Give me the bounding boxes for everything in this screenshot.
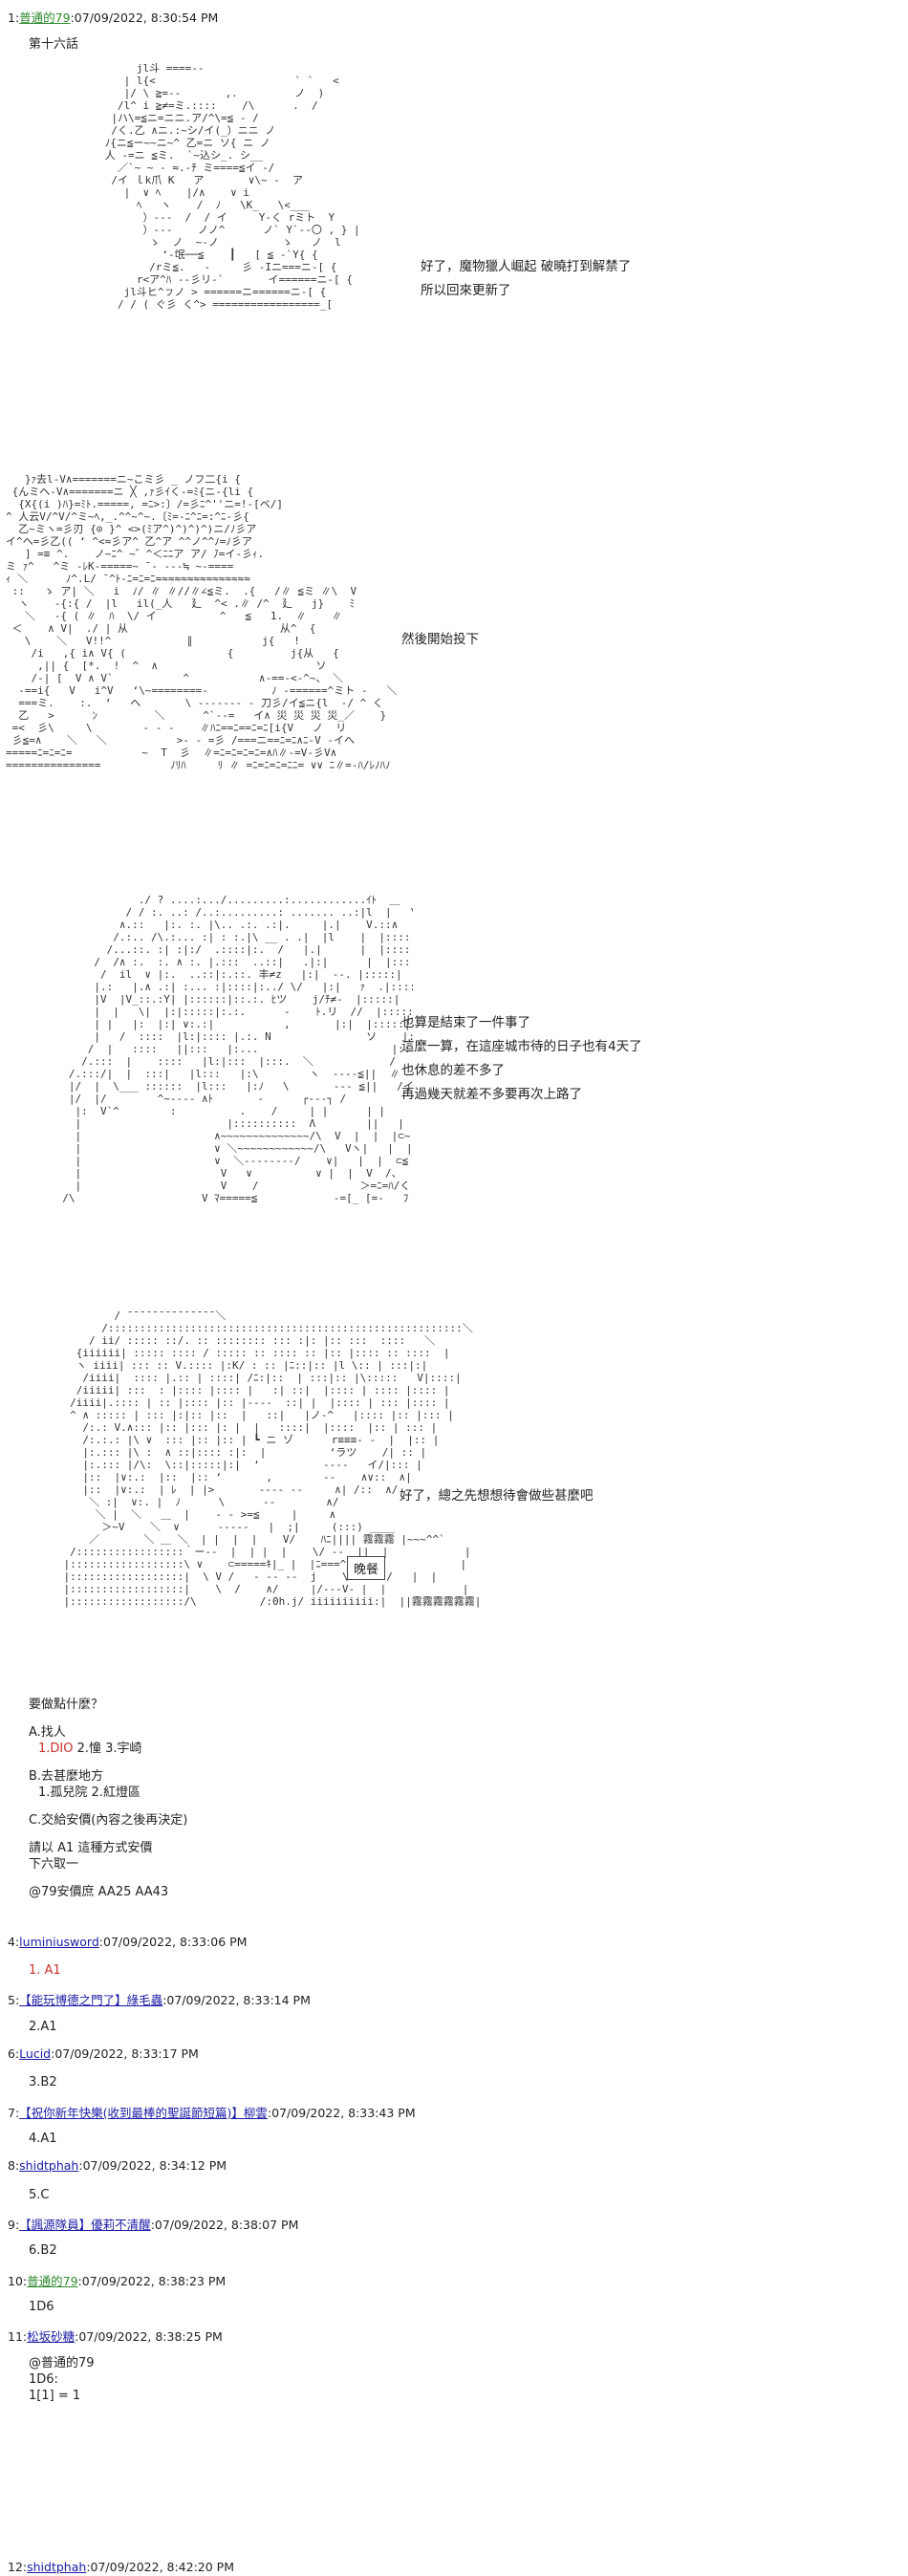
poster-name[interactable]: Lucid <box>19 2046 52 2061</box>
post-header: 9:【諷源隊員】優莉不清醒:07/09/2022, 8:38:07 PM <box>8 2215 298 2233</box>
post-header: 5:【能玩博德之門了】綠毛蟲:07/09/2022, 8:33:14 PM <box>8 1990 311 2008</box>
ascii-art-scene-1: jl斗 ====-- | l{< ` ` < |/ \ ≧=-- ,. ノ ) … <box>104 62 360 311</box>
option-a-choice-1: 1.DIO <box>38 1742 74 1756</box>
post-header: 7:【祝你新年快樂(收到最棒的聖誕節短篇)】柳雲:07/09/2022, 8:3… <box>8 2103 416 2121</box>
post-number: 6: <box>8 2046 20 2061</box>
post-date: :07/09/2022, 8:42:20 PM <box>86 2560 234 2574</box>
post-date: :07/09/2022, 8:34:12 PM <box>78 2158 227 2173</box>
dinner-sign: 晚餐 <box>347 1556 386 1580</box>
post-number: 1: <box>8 11 20 25</box>
reply-body: 5.C <box>29 2188 50 2202</box>
reply-body: 1. A1 <box>29 1963 61 1978</box>
dialogue-line: 好了，總之先想想待會做些甚麼吧 <box>400 1488 594 1504</box>
option-a-choices: 1.DIO 2.憧 3.宇崎 <box>29 1741 187 1757</box>
option-b-title: B.去甚麼地方 <box>29 1769 104 1784</box>
post-date: :07/09/2022, 8:30:54 PM <box>70 11 219 25</box>
post-header: 10:普通的79:07/09/2022, 8:38:23 PM <box>8 2271 226 2289</box>
post-header: 4:luminiusword:07/09/2022, 8:33:06 PM <box>8 1935 247 1949</box>
dialogue-scene-4: 好了，總之先想想待會做些甚麼吧 <box>400 1484 594 1508</box>
poster-name[interactable]: shidtphah <box>19 2158 79 2173</box>
reply-body: @普通的79 1D6: 1[1] = 1 <box>29 2355 95 2404</box>
menu-question: 要做點什麼？ <box>29 1698 104 1712</box>
reply-body: 6.B2 <box>29 2243 57 2258</box>
option-b-choices: 1.孤兒院 2.紅燈區 <box>38 1786 141 1800</box>
dialogue-line: 這麼一算，在這座城市待的日子也有4天了 <box>401 1038 642 1054</box>
post-number: 11: <box>8 2329 28 2344</box>
reply-body: 3.B2 <box>29 2075 57 2089</box>
post-date: :07/09/2022, 8:38:07 PM <box>150 2218 299 2232</box>
post-date: :07/09/2022, 8:38:25 PM <box>75 2329 223 2344</box>
post-date: :07/09/2022, 8:38:23 PM <box>77 2274 227 2288</box>
post-date: :07/09/2022, 8:33:14 PM <box>162 1993 311 2007</box>
post-date: :07/09/2022, 8:33:17 PM <box>51 2046 199 2061</box>
dialogue-scene-2: 然後開始投下 <box>401 628 479 652</box>
reply-line: 1D6: <box>29 2372 58 2387</box>
aa-credit: @79安價庶 AA25 AA43 <box>29 1885 169 1899</box>
dialogue-line: 也休息的差不多了 <box>401 1062 505 1078</box>
option-a-choice-rest: 2.憧 3.宇崎 <box>73 1742 142 1756</box>
poster-name[interactable]: 普通的79 <box>19 11 71 25</box>
post-number: 4: <box>8 1935 20 1949</box>
ascii-art-scene-2: }ｧ去l-V∧=======ニ~こミ彡 _ ノフ二{i { {んミヘ-V∧===… <box>6 473 398 771</box>
poster-name[interactable]: 松坂砂糖 <box>27 2329 76 2344</box>
chapter-title: 第十六話 <box>29 37 79 52</box>
post-header: 1:普通的79:07/09/2022, 8:30:54 PM <box>8 8 218 26</box>
poster-name[interactable]: 【諷源隊員】優莉不清醒 <box>19 2218 151 2232</box>
post-number: 9: <box>8 2218 20 2232</box>
post-date: :07/09/2022, 8:33:06 PM <box>98 1935 248 1949</box>
option-a-title: A.找人 <box>29 1725 66 1740</box>
dialogue-scene-3: 也算是結束了一件事了 這麼一算，在這座城市待的日子也有4天了 也休息的差不多了 … <box>401 1011 642 1107</box>
ascii-art-scene-4: / ̄ ̄ ̄ ̄ ̄ ̄ ̄ ̄ ̄ ̄ ̄ ̄ ̄ ̄ ＼ /:::::::… <box>63 1310 482 1608</box>
post-header: 6:Lucid:07/09/2022, 8:33:17 PM <box>8 2046 199 2061</box>
reply-body: 4.A1 <box>29 2132 57 2146</box>
poster-name[interactable]: shidtphah <box>27 2560 87 2574</box>
post-number: 5: <box>8 1993 20 2007</box>
dialogue-line: 再過幾天就差不多要再次上路了 <box>401 1086 582 1102</box>
dialogue-line: 所以回來更新了 <box>421 282 511 298</box>
reply-body: 1D6 <box>29 2300 54 2314</box>
poster-name[interactable]: 【能玩博德之門了】綠毛蟲 <box>19 1993 163 2007</box>
post-date: :07/09/2022, 8:33:43 PM <box>267 2106 416 2120</box>
rule-line: 下六取一 <box>29 1857 79 1872</box>
reply-line: 1[1] = 1 <box>29 2389 81 2403</box>
post-number: 12: <box>8 2560 28 2574</box>
dialogue-line: 然後開始投下 <box>401 632 479 647</box>
post-number: 7: <box>8 2106 20 2120</box>
post-number: 10: <box>8 2274 28 2288</box>
ascii-art-scene-3: ./ ? ....:.../.........:............ｲﾄ ＿… <box>62 894 413 1204</box>
dialogue-scene-1: 好了，魔物獵人崛起 破曉打到解禁了 所以回來更新了 <box>421 255 631 303</box>
dialogue-line: 也算是結束了一件事了 <box>401 1015 530 1030</box>
poster-name[interactable]: luminiusword <box>19 1935 99 1949</box>
reply-body: 2.A1 <box>29 2020 57 2034</box>
poster-name[interactable]: 【祝你新年快樂(收到最棒的聖誕節短篇)】柳雲 <box>19 2106 268 2120</box>
rule-line: 請以 A1 這種方式安價 <box>29 1841 153 1855</box>
post-header: 8:shidtphah:07/09/2022, 8:34:12 PM <box>8 2158 227 2173</box>
choice-menu: 要做點什麼？ A.找人 1.DIO 2.憧 3.宇崎 B.去甚麼地方 1.孤兒院… <box>29 1697 187 1900</box>
poster-name[interactable]: 普通的79 <box>27 2274 78 2288</box>
dialogue-line: 好了，魔物獵人崛起 破曉打到解禁了 <box>421 259 632 274</box>
post-number: 8: <box>8 2158 20 2173</box>
option-c-title: C.交給安價(內容之後再決定) <box>29 1813 188 1828</box>
reply-line: @普通的79 <box>29 2356 95 2370</box>
post-header: 11:松坂砂糖:07/09/2022, 8:38:25 PM <box>8 2327 223 2345</box>
post-header: 12:shidtphah:07/09/2022, 8:42:20 PM <box>8 2560 234 2574</box>
